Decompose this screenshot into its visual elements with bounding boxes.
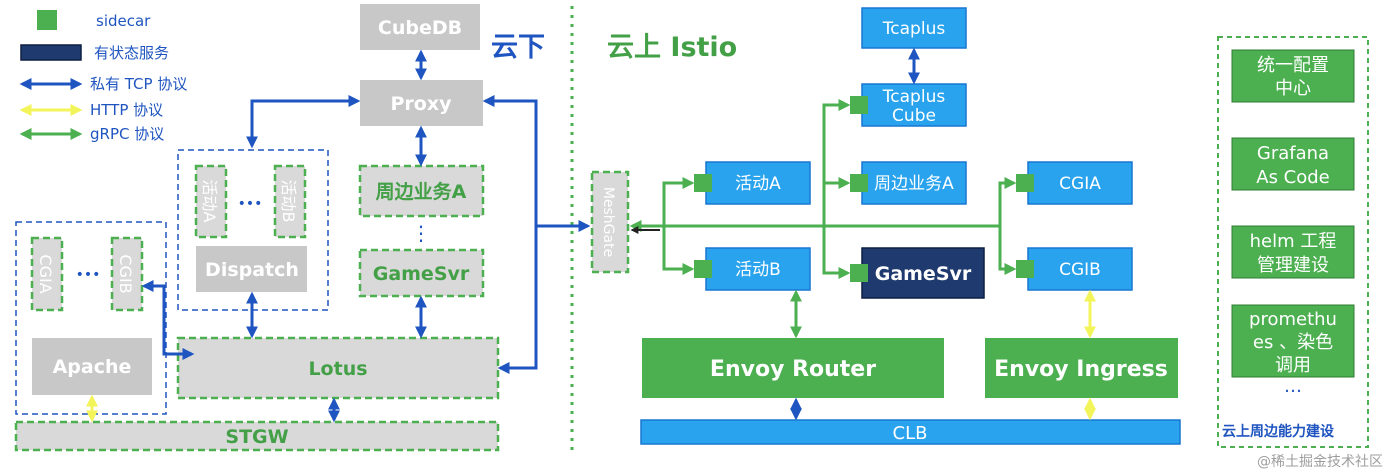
grafana-box bbox=[1231, 137, 1355, 191]
grpc-to-activity-a bbox=[662, 177, 695, 226]
grpc-to-activity-b bbox=[662, 226, 695, 275]
left-activity-dots: ••• bbox=[238, 196, 263, 212]
prometheus-line3: 调用 bbox=[1275, 355, 1311, 376]
helm-line2: 管理建设 bbox=[1257, 255, 1329, 276]
left-activity-b-label: 活动B bbox=[279, 180, 298, 223]
grpc-to-tcaplus-cube bbox=[822, 99, 851, 226]
lotus-label: Lotus bbox=[308, 358, 367, 380]
panel-ellipsis: … bbox=[1284, 376, 1302, 397]
left-activity-a-node bbox=[194, 164, 228, 239]
left-peripheral-a-label: 周边业务A bbox=[376, 180, 467, 203]
stgw-node bbox=[14, 420, 500, 452]
proxy-label: Proxy bbox=[391, 93, 453, 115]
sidecar-activity-b bbox=[694, 260, 712, 278]
legend-sidecar-label: sidecar bbox=[96, 12, 151, 30]
right-activity-a-label: 活动A bbox=[735, 174, 781, 194]
clb-label: CLB bbox=[893, 423, 928, 444]
meshgate-label: MeshGate bbox=[600, 187, 616, 257]
dispatch-node bbox=[196, 246, 307, 292]
prometheus-line1: promethu bbox=[1249, 309, 1337, 330]
prometheus-box bbox=[1231, 304, 1355, 378]
legend-stateful-swatch bbox=[20, 44, 82, 61]
region-oncloud-title: 云上 Istio bbox=[607, 32, 737, 63]
legend: sidecar 有状态服务 私有 TCP 协议 HTTP 协议 gRPC 协议 bbox=[19, 10, 187, 143]
prometheus-line2: es 、染色 bbox=[1253, 332, 1333, 353]
sidecar-peripheral-a bbox=[850, 174, 868, 192]
watermark: @稀土掘金技术社区 bbox=[1257, 454, 1383, 470]
lotus-node bbox=[176, 336, 500, 400]
left-gamesvr-label: GameSvr bbox=[373, 263, 470, 285]
offcloud-region: CubeDB Proxy 活动A ••• 活动B Dispatch 周边业务A … bbox=[14, 4, 591, 452]
peripheral-panel-frame bbox=[1217, 36, 1369, 448]
stgw-label: STGW bbox=[225, 426, 288, 448]
config-center-box bbox=[1231, 49, 1355, 103]
grpc-to-cgia bbox=[998, 177, 1017, 226]
peripheral-panel-title: 云上周边能力建设 bbox=[1222, 423, 1335, 440]
cgib-lotus-arrow bbox=[141, 280, 195, 360]
left-cgib-node bbox=[110, 236, 144, 312]
apache-node bbox=[32, 338, 152, 395]
oncloud-region: MeshGate Tcaplus Tcaplus Cube 活动A 活动B 周边… bbox=[590, 7, 1181, 445]
right-gamesvr-label: GameSvr bbox=[875, 263, 972, 285]
grafana-line2: As Code bbox=[1256, 167, 1330, 188]
envoy-ingress-node bbox=[985, 338, 1178, 398]
sidecar-cgib bbox=[1016, 260, 1034, 278]
left-vertical-dots: ⋮ bbox=[411, 221, 431, 245]
peripheral-panel: 统一配置 中心 Grafana As Code helm 工程 管理建设 pro… bbox=[1217, 36, 1369, 448]
apache-label: Apache bbox=[53, 356, 132, 378]
grafana-line1: Grafana bbox=[1257, 143, 1329, 164]
proxy-node bbox=[360, 80, 483, 126]
grpc-to-cgib bbox=[998, 226, 1017, 275]
left-cgib-label: CGIB bbox=[116, 254, 135, 293]
sidecar-tcaplus-cube bbox=[850, 96, 868, 114]
sidecar-activity-a bbox=[694, 174, 712, 192]
left-activity-b-node bbox=[273, 164, 307, 239]
grpc-to-gamesvr bbox=[822, 226, 851, 279]
dispatch-label: Dispatch bbox=[205, 259, 299, 281]
meshgate-node bbox=[590, 170, 630, 274]
legend-tcp-label: 私有 TCP 协议 bbox=[90, 75, 187, 93]
right-peripheral-a-node bbox=[861, 161, 967, 205]
tcaplus-cube-label-line1: Tcaplus bbox=[882, 87, 946, 107]
left-cgia-label: CGIA bbox=[36, 254, 55, 293]
clb-node bbox=[640, 419, 1181, 445]
legend-sidecar-swatch bbox=[37, 10, 57, 30]
envoy-ingress-label: Envoy Ingress bbox=[994, 357, 1168, 382]
left-cgi-dots: ••• bbox=[76, 267, 101, 283]
right-activity-b-label: 活动B bbox=[735, 260, 781, 280]
helm-line1: helm 工程 bbox=[1250, 231, 1337, 252]
proxy-meshgate-arrow bbox=[482, 95, 538, 374]
right-activity-b-node bbox=[705, 247, 811, 291]
config-center-line2: 中心 bbox=[1275, 78, 1311, 99]
tcaplus-cube-label-line2: Cube bbox=[892, 106, 936, 126]
config-center-line1: 统一配置 bbox=[1257, 55, 1329, 76]
right-peripheral-a-label: 周边业务A bbox=[874, 174, 954, 194]
proxy-activity-arrow bbox=[246, 95, 361, 149]
legend-stateful-label: 有状态服务 bbox=[94, 44, 169, 62]
envoy-router-node bbox=[642, 338, 944, 398]
legend-http-label: HTTP 协议 bbox=[90, 101, 163, 119]
legend-grpc-label: gRPC 协议 bbox=[90, 125, 164, 143]
tcaplus-label: Tcaplus bbox=[882, 19, 946, 39]
left-activity-a-label: 活动A bbox=[200, 180, 219, 223]
left-cgia-node bbox=[30, 236, 64, 312]
cubedb-label: CubeDB bbox=[378, 17, 462, 39]
region-offcloud-title: 云下 bbox=[491, 32, 545, 63]
sidecar-cgia bbox=[1016, 174, 1034, 192]
right-cgia-label: CGIA bbox=[1059, 174, 1101, 194]
sidecar-gamesvr bbox=[850, 264, 868, 282]
cubedb-node bbox=[360, 4, 480, 50]
right-cgib-label: CGIB bbox=[1059, 260, 1101, 280]
envoy-router-label: Envoy Router bbox=[710, 357, 876, 382]
tcaplus-node bbox=[861, 7, 967, 49]
helm-box bbox=[1231, 225, 1355, 279]
